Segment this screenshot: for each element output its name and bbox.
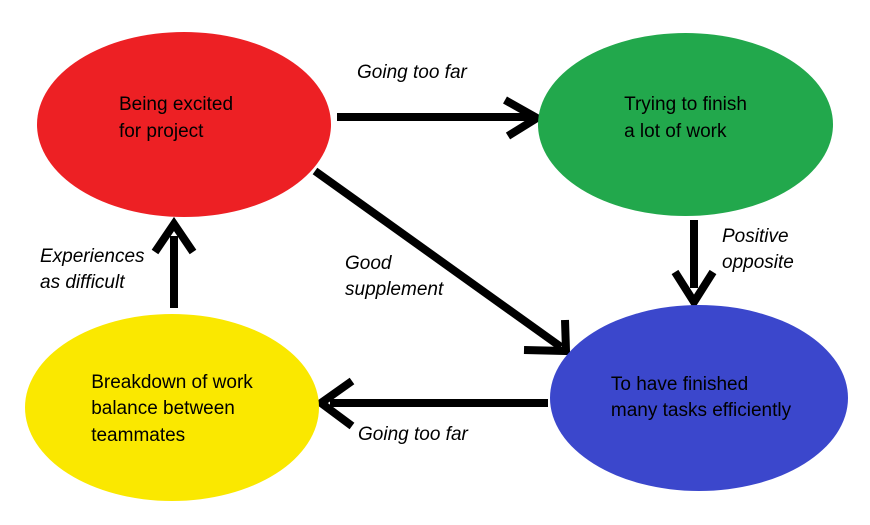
- arrow-excited-to-trying: [337, 96, 545, 140]
- arrow-excited-to-finished: [312, 167, 571, 356]
- node-label: Breakdown of work balance between teamma…: [91, 372, 253, 446]
- node-trying-to-finish-a-lot-of-work[interactable]: Trying to finish a lot of work: [538, 33, 833, 216]
- node-label: Being excited for project: [118, 94, 234, 142]
- node-breakdown-of-work-balance[interactable]: Breakdown of work balance between teamma…: [25, 314, 319, 501]
- node-label: Trying to finish a lot of work: [624, 94, 747, 142]
- edge-label-excited-to-finished: Good supplement: [345, 253, 444, 300]
- node-being-excited-for-project[interactable]: Being excited for project: [37, 32, 331, 217]
- edge-label-finished-to-breakdown: Going too far: [358, 424, 468, 445]
- arrow-breakdown-to-excited: [151, 216, 197, 308]
- edge-label-trying-to-finished: Positive opposite: [722, 226, 794, 273]
- node-label: To have finished many tasks efficiently: [610, 373, 792, 421]
- arrow-finished-to-breakdown: [314, 377, 548, 430]
- edge-label-breakdown-to-excited: Experiences as difficult: [40, 246, 145, 293]
- node-to-have-finished-many-tasks[interactable]: To have finished many tasks efficiently: [550, 305, 848, 491]
- edge-label-excited-to-trying: Going too far: [357, 62, 467, 83]
- arrow-trying-to-finished: [671, 220, 717, 310]
